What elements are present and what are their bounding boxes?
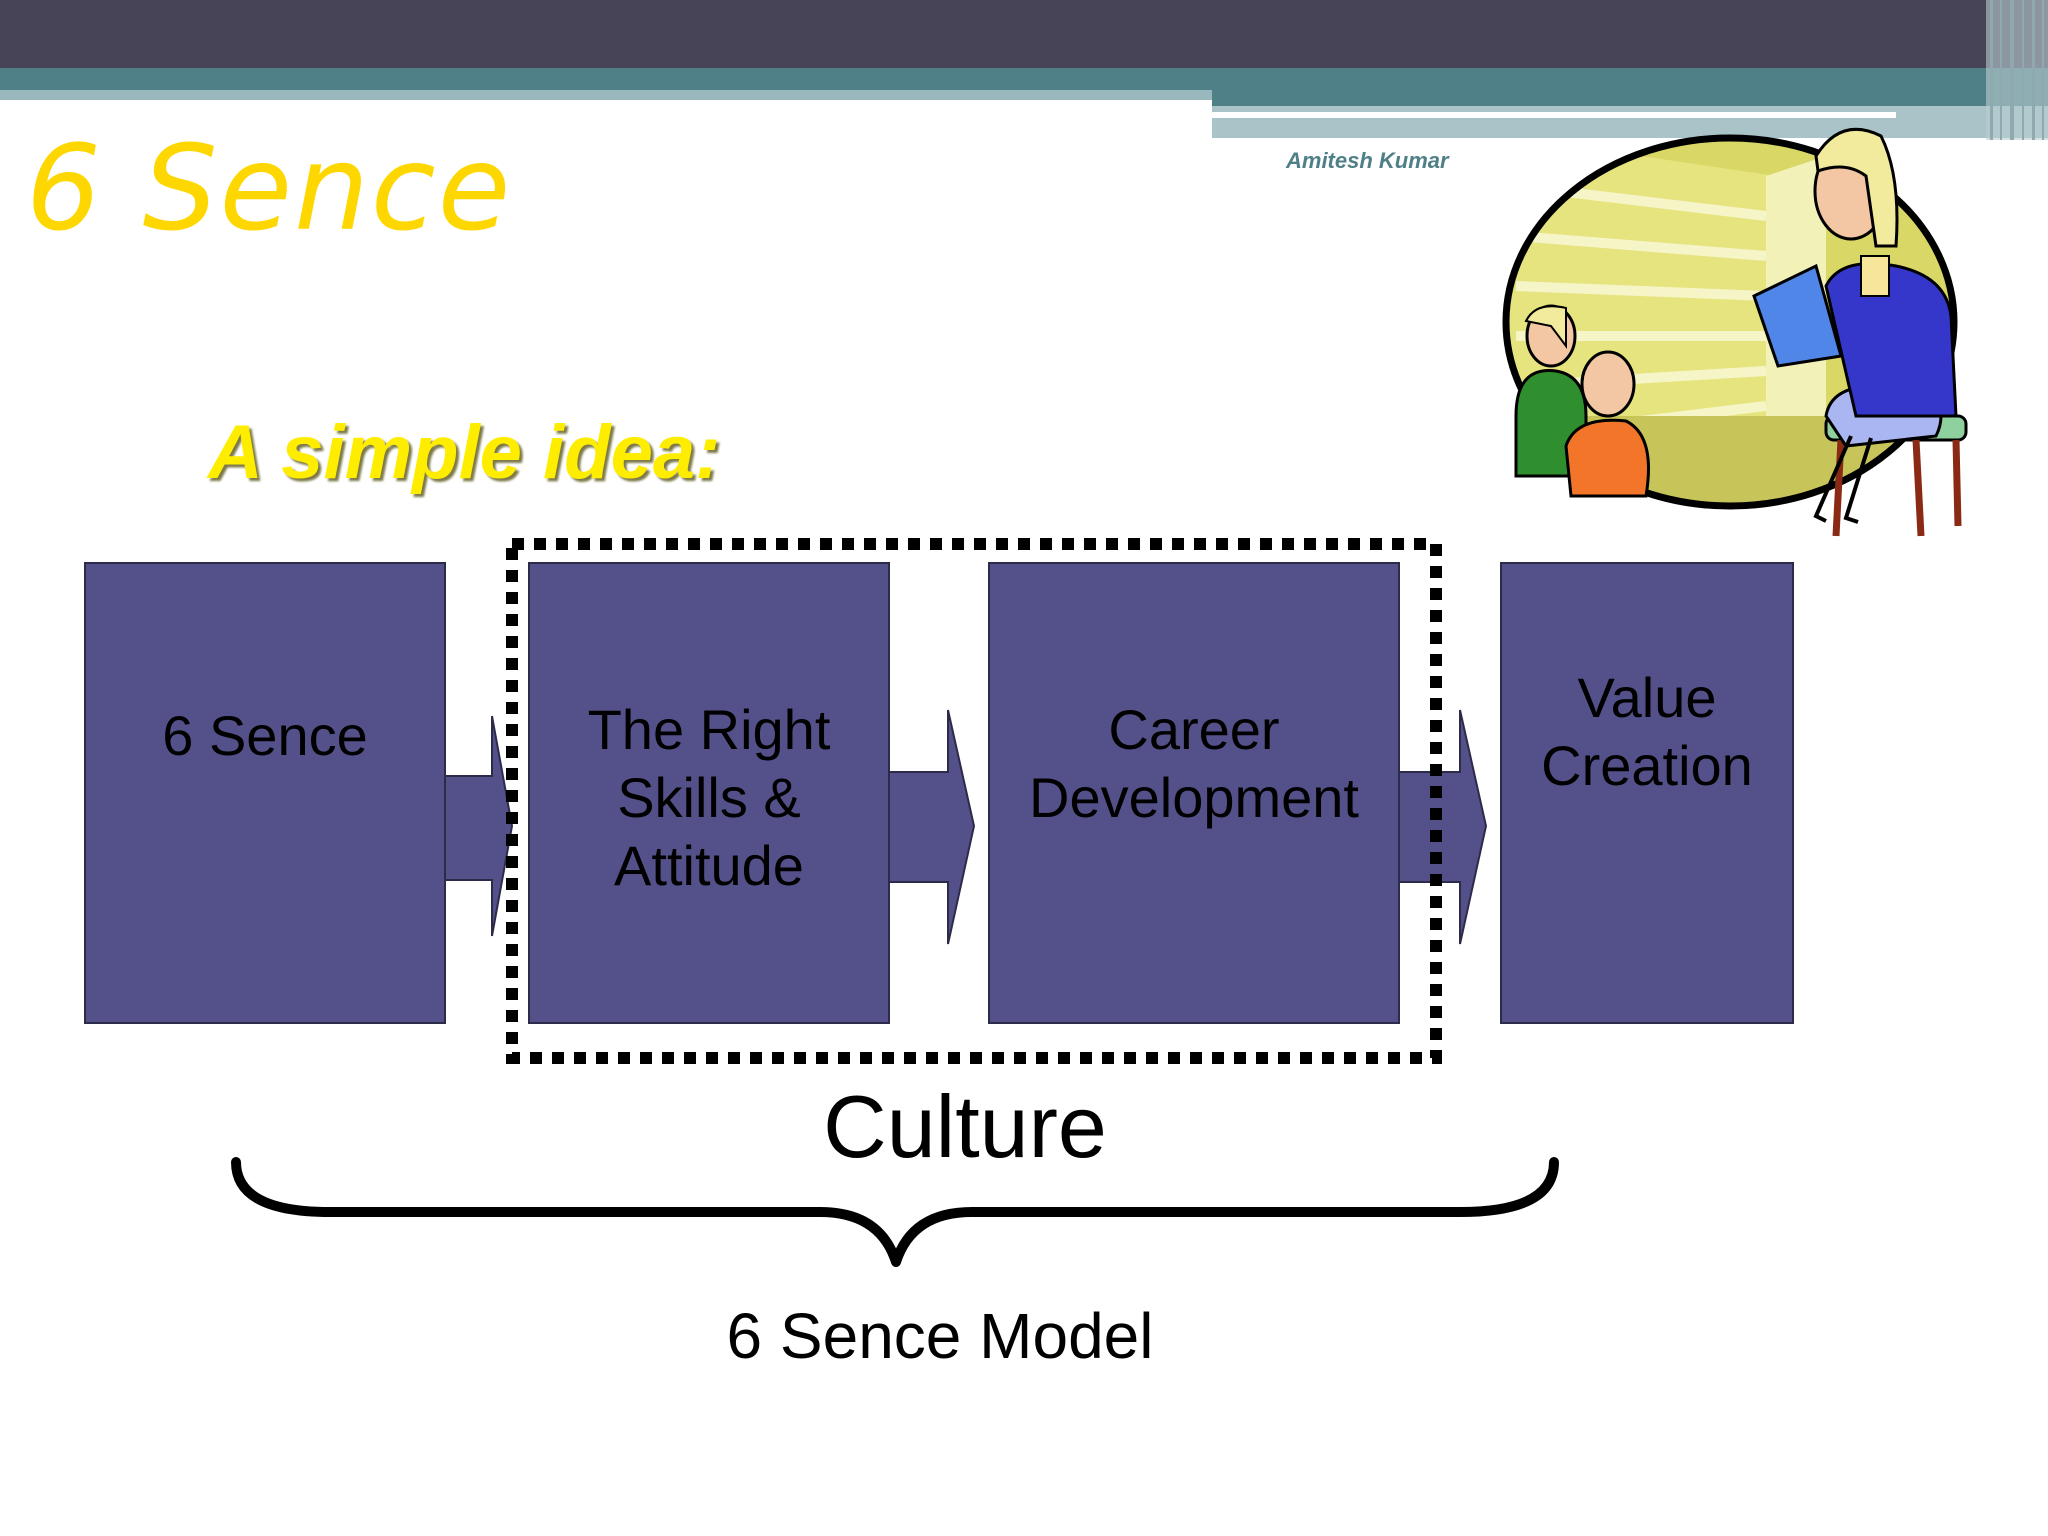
header-band-light-right — [1212, 106, 2048, 138]
step-label: Value Creation — [1541, 666, 1753, 797]
step-box-career-development: Career Development — [988, 562, 1400, 1024]
model-brace — [231, 1157, 1559, 1267]
header-band-dark — [0, 0, 2048, 68]
step-box-6-sence: 6 Sence — [84, 562, 446, 1024]
teacher-reading-to-students-icon — [1502, 127, 1968, 537]
slide-subtitle: A simple idea: — [208, 410, 721, 495]
slide-title: 6 Sence — [26, 119, 513, 257]
step-label: Career Development — [1029, 698, 1359, 829]
step-box-right-skills-attitude: The Right Skills & Attitude — [528, 562, 890, 1024]
header-band-teal — [0, 68, 2048, 90]
step-label: 6 Sence — [162, 704, 368, 767]
header-edge-lines — [1986, 0, 2048, 140]
author-name: Amitesh Kumar — [1286, 148, 1449, 173]
header-band-light — [0, 90, 1212, 100]
model-label: 6 Sence Model — [726, 1300, 1154, 1372]
header-band-teal-right — [1212, 90, 2048, 106]
step-box-value-creation: Value Creation — [1500, 562, 1794, 1024]
step-label: The Right Skills & Attitude — [587, 698, 831, 897]
culture-label: Culture — [823, 1077, 1107, 1176]
culture-group-frame — [506, 538, 1442, 1064]
header-divider-line — [1212, 112, 1896, 118]
